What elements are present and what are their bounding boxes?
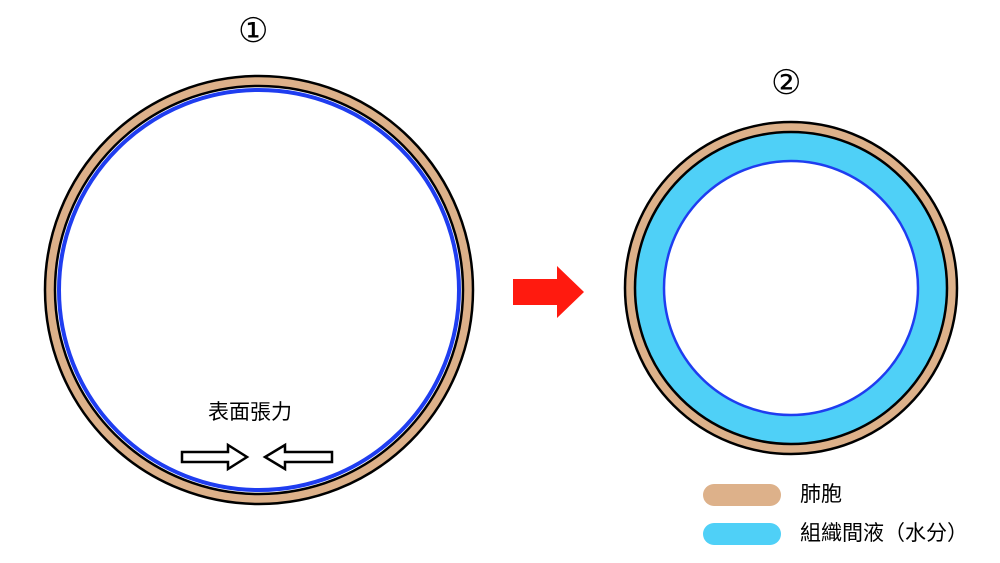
legend-label-fluid: 組織間液（水分） [800, 521, 968, 545]
panel-marker-2: ② [771, 63, 802, 103]
surface-tension-label: 表面張力 [208, 400, 292, 424]
surface-tension-arrows [180, 442, 334, 472]
alveolus-lumen [662, 159, 920, 417]
arrow-right-icon [180, 442, 250, 472]
alveolus-edema [623, 120, 959, 456]
arrow-left-icon [262, 442, 334, 472]
panel-marker-1: ① [238, 11, 269, 51]
legend-label-alveolus: 肺胞 [800, 482, 842, 506]
legend-swatch-fluid [703, 523, 781, 545]
alveolus-normal [43, 74, 475, 506]
legend-swatch-alveolus [703, 484, 781, 506]
thin-fluid-layer [57, 88, 461, 492]
transition-arrow-icon [513, 266, 584, 318]
